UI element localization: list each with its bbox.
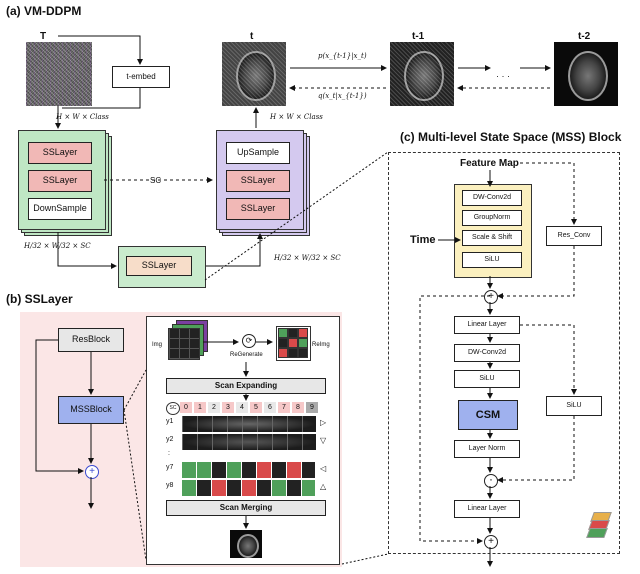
dim-label-top: H × W × Class [56,113,109,121]
scale-shift-box: Scale & Shift [462,230,522,246]
dim-label-right: H/32 × W/32 × SC [274,254,341,262]
scan-row-y8 [182,480,316,496]
dw-conv2d-1: DW-Conv2d [462,190,522,206]
forward-process-label: q(x_t|x_{t-1}) [318,92,367,100]
mss-block-panel [388,152,620,554]
ellipsis: · · · [496,71,510,81]
silu-box-1: SiLU [462,252,522,268]
scan-order-6: 6 [264,402,276,413]
skip-connection-label: SC [150,176,162,185]
side-silu-box: SiLU [546,396,602,416]
silu-box-2: SiLU [454,370,520,388]
row-label-y2: y2 [166,436,174,443]
scan-order-1: 1 [194,402,206,413]
img-label: Img [152,342,163,348]
scan-order-9: 9 [306,402,318,413]
section-title-b: (b) SSLayer [6,292,73,306]
merged-output-image [230,530,262,559]
add-icon-2: + [484,535,498,549]
res-conv-box: Res_Conv [546,226,602,246]
scan-order-3: 3 [222,402,234,413]
scan-merging-box: Scan Merging [166,500,326,516]
groupnorm-box: GroupNorm [462,210,522,226]
label-T: T [40,31,47,42]
multiply-icon: · [484,473,498,488]
bottleneck-sslayer: SSLayer [126,256,192,276]
row-arrow-y7: ◁ [320,464,327,473]
scan-order-sc: SC [166,402,180,415]
label-t-1: t-1 [412,31,425,42]
scan-row-y1 [182,416,316,432]
scan-order-5: 5 [250,402,262,413]
scan-order-0: 0 [180,402,192,413]
encoder-sslayer-1: SSLayer [28,142,92,164]
csm-box: CSM [458,400,518,430]
scan-expanding-box: Scan Expanding [166,378,326,394]
image-t-1 [390,42,454,106]
row-label-y8: y8 [166,482,174,489]
encoder-sslayer-2: SSLayer [28,170,92,192]
row-arrow-y2: ▽ [320,436,327,445]
decoder-upsample: UpSample [226,142,290,164]
decoder-sslayer-2: SSLayer [226,198,290,220]
mssblock-box: MSSBlock [58,396,124,424]
label-t: t [250,31,254,42]
dim-label-left: H/32 × W/32 × SC [24,242,91,250]
t-embed-box: t-embed [112,66,170,88]
dim-label-right-top: H × W × Class [270,113,323,121]
img-stack-front [168,328,200,360]
scan-order-7: 7 [278,402,290,413]
row-label-y1: y1 [166,418,174,425]
dw-conv2d-2: DW-Conv2d [454,344,520,362]
row-arrow-y1: ▷ [320,418,327,427]
reverse-process-label: p(x_{t-1}|x_t) [318,52,367,60]
image-t [222,42,286,106]
scan-order-4: 4 [236,402,248,413]
linear-layer-2: Linear Layer [454,500,520,518]
linear-layer-1: Linear Layer [454,316,520,334]
scan-row-y7 [182,462,316,478]
scan-row-y2 [182,434,316,450]
scan-order-row: SC 0 1 2 3 4 5 6 7 8 9 [166,402,328,415]
scan-order-8: 8 [292,402,304,413]
layer-norm-box: Layer Norm [454,440,520,458]
row-label-ellipsis: : [168,450,170,457]
scan-order-2: 2 [208,402,220,413]
time-label: Time [410,234,436,246]
section-title-a: (a) VM-DDPM [6,4,82,18]
noise-image-T [26,42,92,106]
label-t-2: t-2 [578,31,591,42]
row-arrow-y8: △ [320,482,327,491]
image-t-2 [554,42,618,106]
section-title-c: (c) Multi-level State Space (MSS) Block [400,130,622,144]
reimg-label: ReImg [312,342,330,348]
regenerate-label: ReGenerate [230,352,263,358]
resblock-box: ResBlock [58,328,124,352]
row-label-y7: y7 [166,464,174,471]
feature-map-label: Feature Map [460,158,519,169]
regenerate-icon: ⟳ [242,334,256,348]
encoder-downsample: DownSample [28,198,92,220]
decoder-sslayer-1: SSLayer [226,170,290,192]
residual-add-icon: + [85,465,99,479]
reimg-grid [276,326,311,361]
